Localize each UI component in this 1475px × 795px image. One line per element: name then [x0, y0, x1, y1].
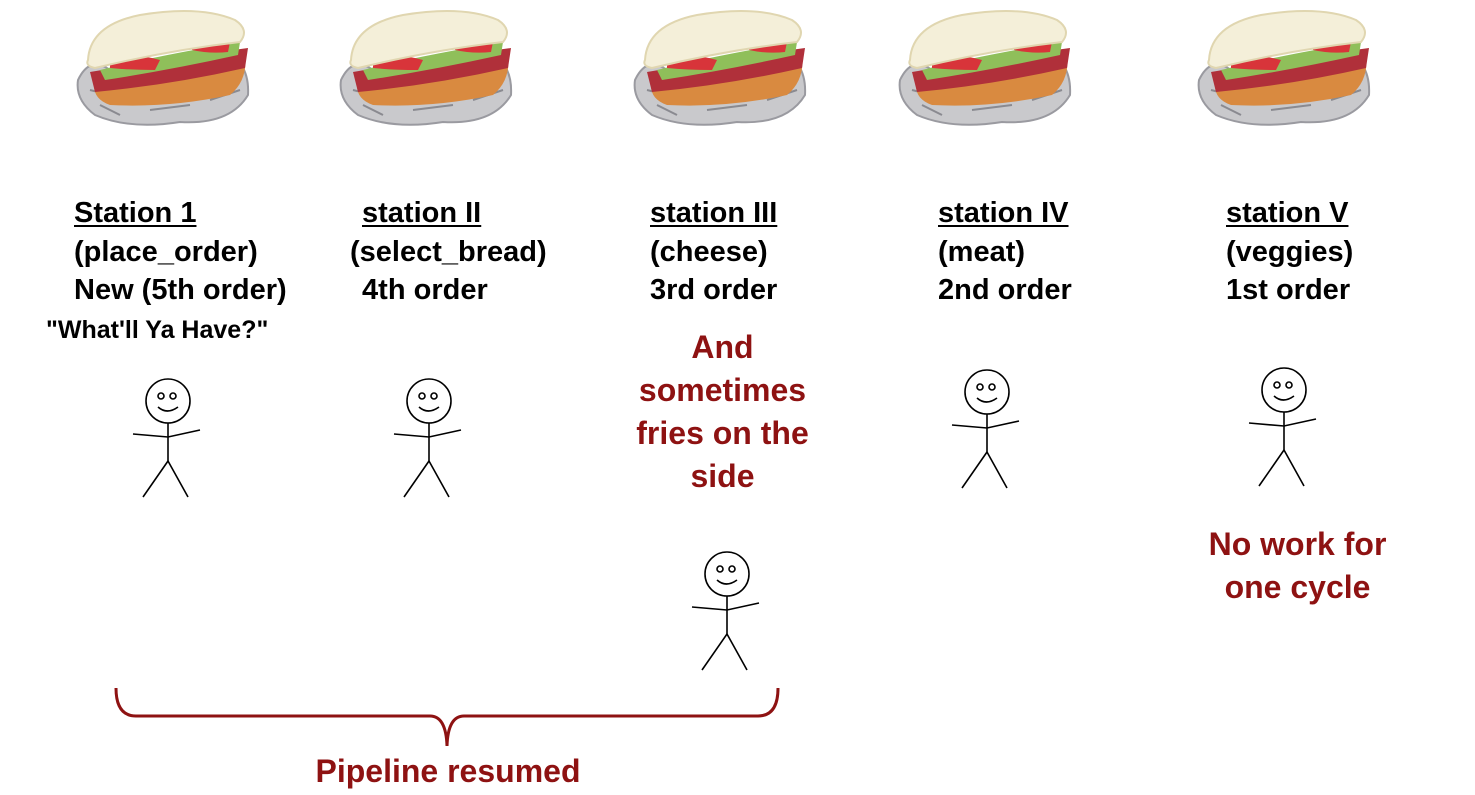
- station-3: station III (cheese) 3rd order: [650, 194, 777, 310]
- idle-note: No work for one cycle: [1208, 526, 1387, 605]
- station-title: Station 1: [74, 197, 197, 229]
- station-5: station V (veggies) 1st order: [1226, 194, 1353, 310]
- station-title: station III: [650, 197, 778, 229]
- fries-note: And sometimes fries on the side: [636, 329, 809, 494]
- station-task: (meat): [938, 235, 1026, 268]
- station-order: New (5th order): [74, 274, 287, 306]
- pipeline-label: Pipeline resumed: [315, 753, 581, 789]
- station-order: 1st order: [1226, 274, 1351, 306]
- station-4: station IV (meat) 2nd order: [938, 194, 1072, 310]
- greeting-text: "What'll Ya Have?": [46, 316, 269, 344]
- station-order: 3rd order: [650, 274, 778, 306]
- station-title: station IV: [938, 197, 1069, 229]
- station-1: Station 1 (place_order) New (5th order): [74, 194, 287, 310]
- station-order: 2nd order: [938, 274, 1072, 306]
- station-order: 4th order: [354, 274, 488, 306]
- station-title: station II: [362, 197, 482, 229]
- station-task: (select_bread): [350, 235, 547, 268]
- station-task: (place_order): [74, 235, 258, 268]
- station-task: (veggies): [1226, 235, 1354, 268]
- station-task: (cheese): [650, 235, 768, 268]
- station-title: station V: [1226, 197, 1349, 229]
- station-2: station II (select_bread) 4th order: [350, 194, 547, 310]
